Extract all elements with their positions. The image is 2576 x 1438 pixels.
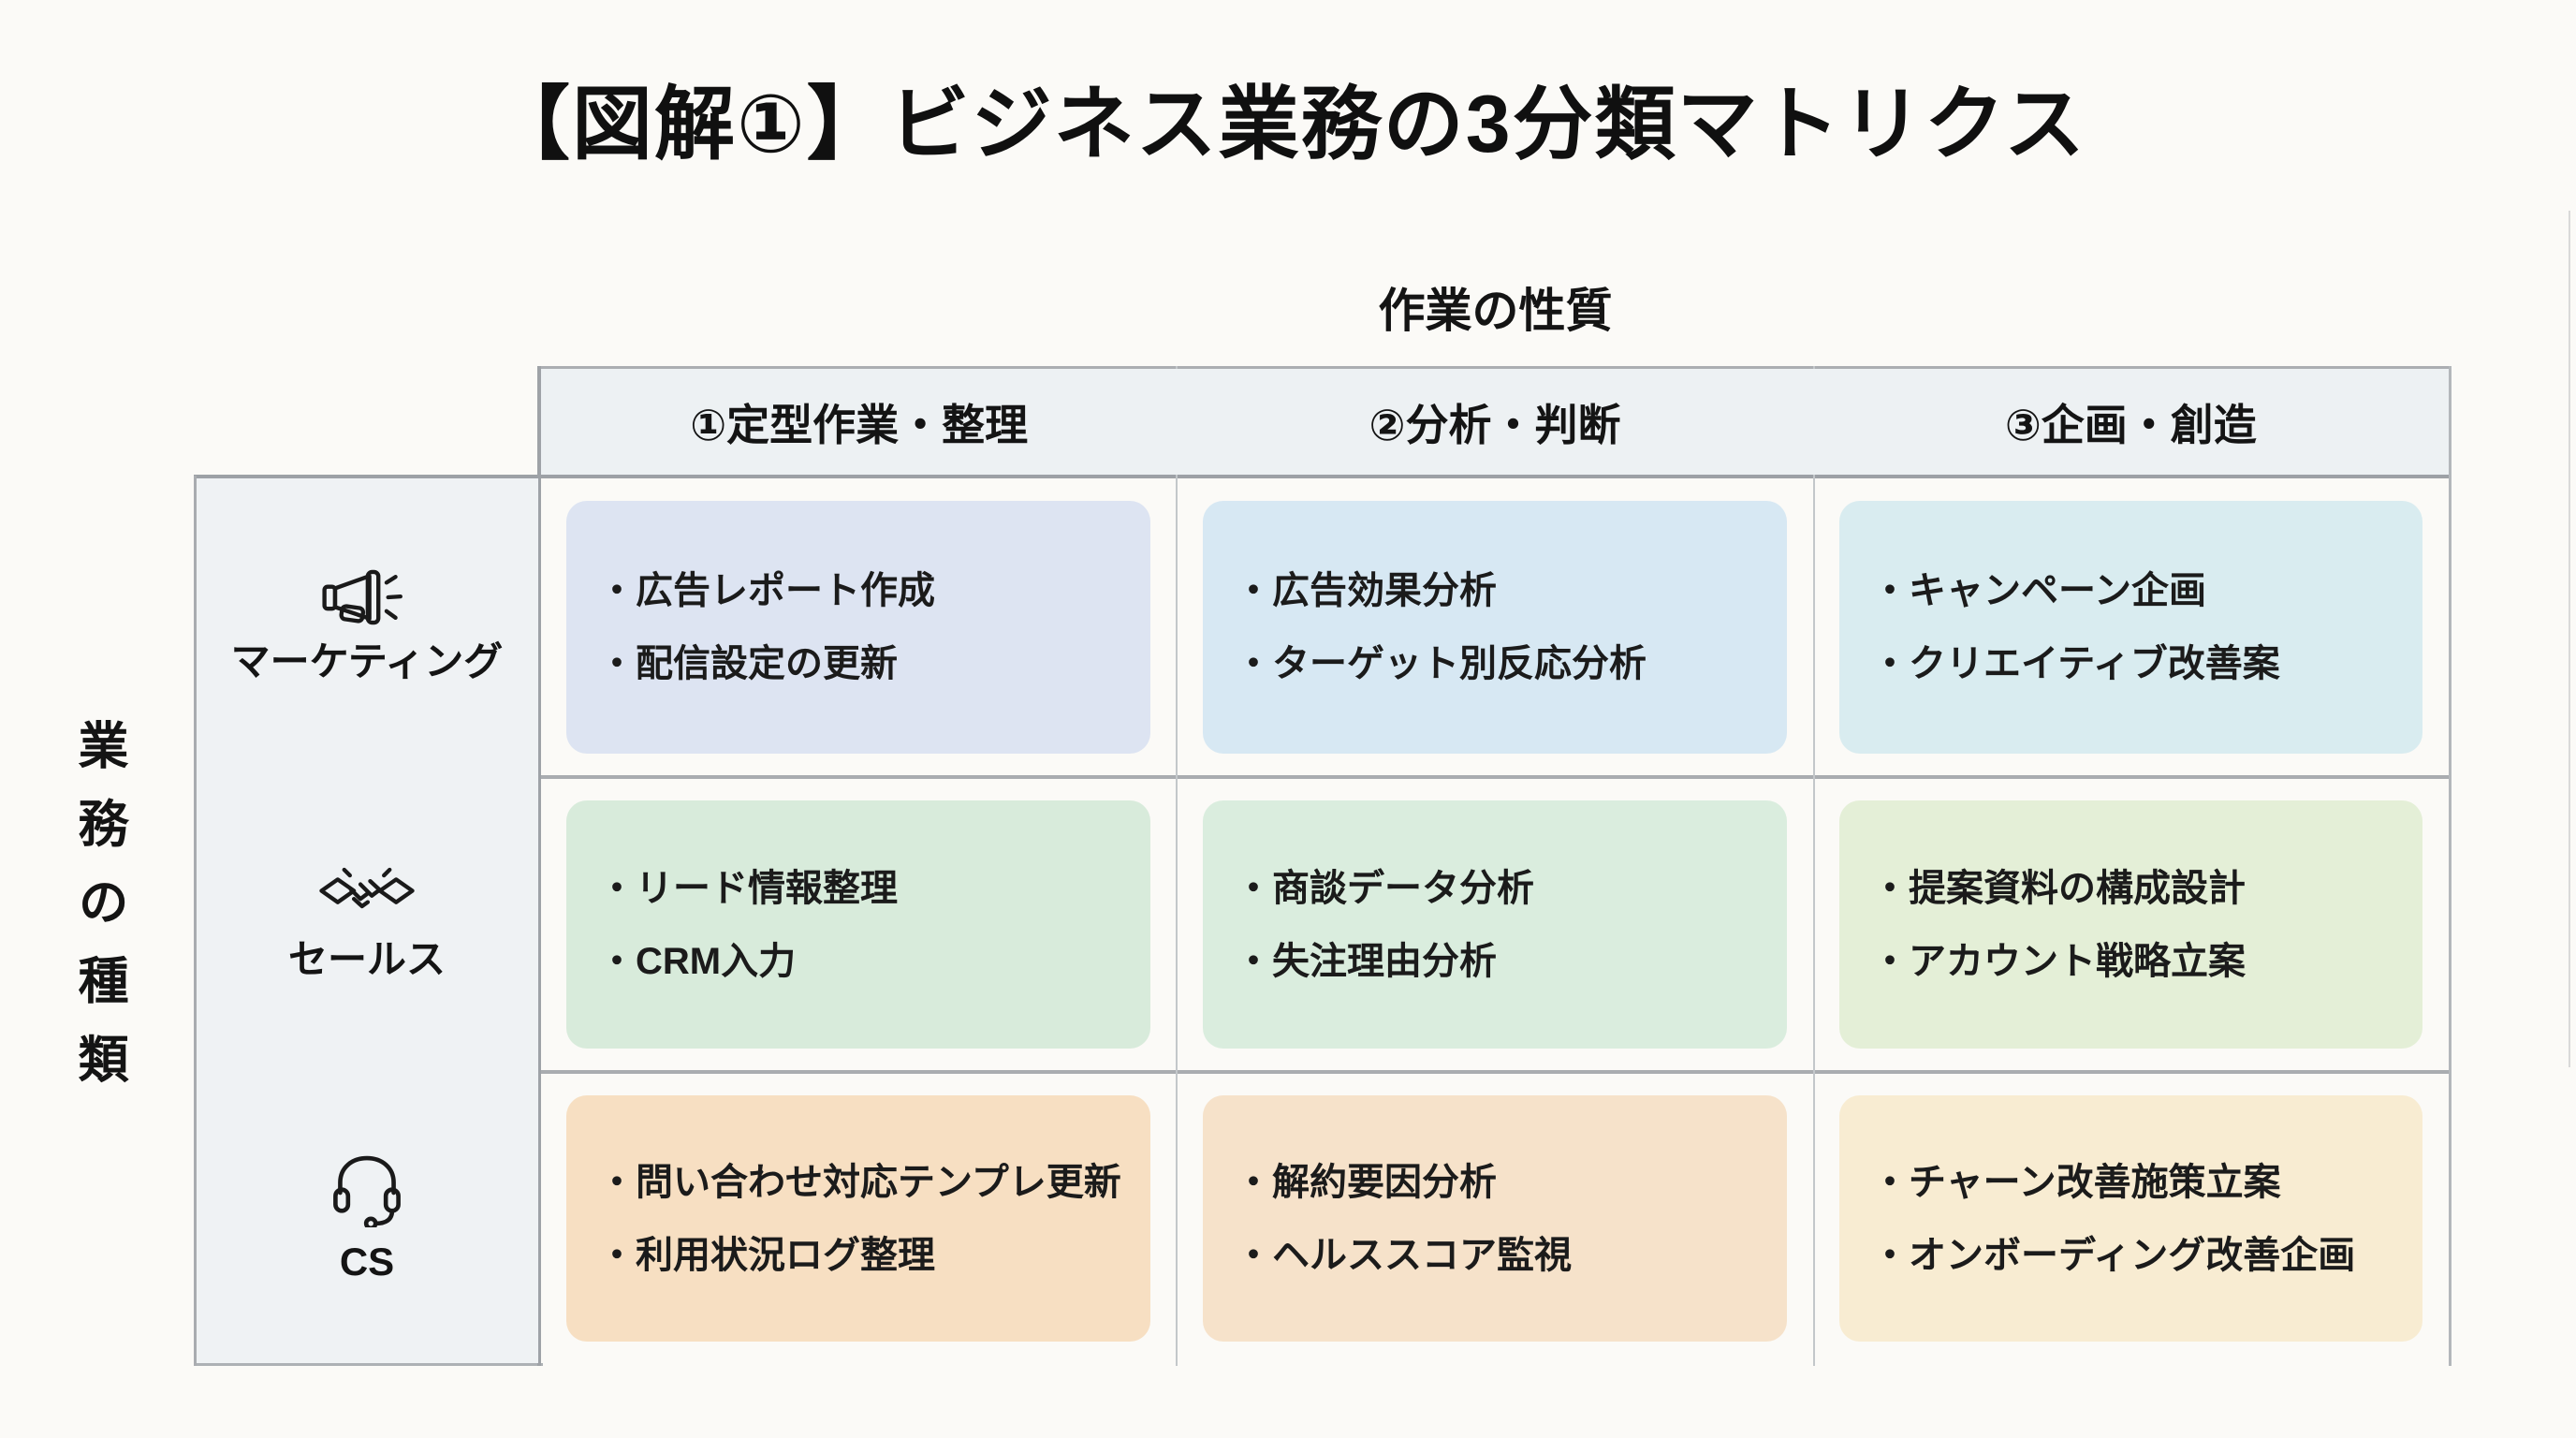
matrix-cell: ・広告レポート作成・配信設定の更新 [566,501,1150,754]
headset-icon [331,1149,402,1231]
matrix-cell: ・キャンペーン企画・クリエイティブ改善案 [1839,501,2422,754]
grid-line [1813,366,1815,1366]
row-header-3: CS [196,1076,538,1361]
grid-line [537,366,541,1366]
grid-line [194,775,2451,779]
grid-line [2569,211,2570,1067]
row-header-column [197,478,538,1363]
task-item: ・クリエイティブ改善案 [1871,643,2280,684]
matrix-cell: ・広告効果分析・ターゲット別反応分析 [1203,501,1787,754]
row-header-label: CS [339,1240,395,1284]
task-item: ・オンボーディング改善企画 [1871,1234,2356,1276]
grid-line [194,1363,543,1366]
column-header: ①定型作業・整理 [690,400,1029,449]
matrix-cell: ・解約要因分析・ヘルススコア監視 [1203,1095,1787,1342]
task-item: ・利用状況ログ整理 [598,1234,935,1276]
matrix-cell: ・商談データ分析・失注理由分析 [1203,800,1787,1049]
task-item: ・広告効果分析 [1235,570,1497,611]
grid-line [540,366,2451,369]
grid-line [194,476,197,1366]
task-item: ・チャーン改善施策立案 [1871,1161,2281,1203]
task-item: ・リード情報整理 [598,867,898,909]
row-header-label: セールス [287,937,446,982]
task-item: ・配信設定の更新 [598,643,898,684]
column-header-row: ①定型作業・整理 ②分析・判断 ③企画・創造 [541,369,2449,475]
column-header: ③企画・創造 [2004,400,2257,449]
task-item: ・ヘルススコア監視 [1235,1234,1572,1276]
row-header-label: マーケティング [230,638,504,683]
grid-line [194,1070,2451,1074]
task-item: ・失注理由分析 [1235,940,1497,982]
row-header-2: セールス [196,781,538,1068]
task-item: ・アカウント戦略立案 [1871,940,2246,982]
task-item: ・提案資料の構成設計 [1871,867,2246,909]
task-item: ・問い合わせ対応テンプレ更新 [598,1161,1121,1203]
matrix-cell: ・問い合わせ対応テンプレ更新・利用状況ログ整理 [566,1095,1150,1342]
matrix-cell: ・リード情報整理・CRM入力 [566,800,1150,1049]
task-item: ・CRM入力 [598,940,797,982]
grid-line [1176,366,1178,1366]
row-axis-label: 業務の種類 [70,719,126,1111]
column-axis-label: 作業の性質 [1378,285,1613,337]
column-header: ②分析・判断 [1368,400,1621,449]
task-item: ・商談データ分析 [1235,867,1534,909]
row-header-1: マーケティング [196,481,538,773]
grid-line [194,475,2451,478]
task-item: ・キャンペーン企画 [1871,570,2206,611]
task-item: ・ターゲット別反応分析 [1235,643,1647,684]
handshake-icon [318,863,416,925]
grid-line [2449,366,2452,1366]
megaphone-icon [322,567,412,627]
matrix-cell: ・提案資料の構成設計・アカウント戦略立案 [1839,800,2422,1049]
page-title: 【図解①】ビジネス業務の3分類マトリクス [489,80,2087,169]
task-item: ・広告レポート作成 [598,570,935,611]
matrix-cell: ・チャーン改善施策立案・オンボーディング改善企画 [1839,1095,2422,1342]
task-item: ・解約要因分析 [1235,1161,1497,1203]
